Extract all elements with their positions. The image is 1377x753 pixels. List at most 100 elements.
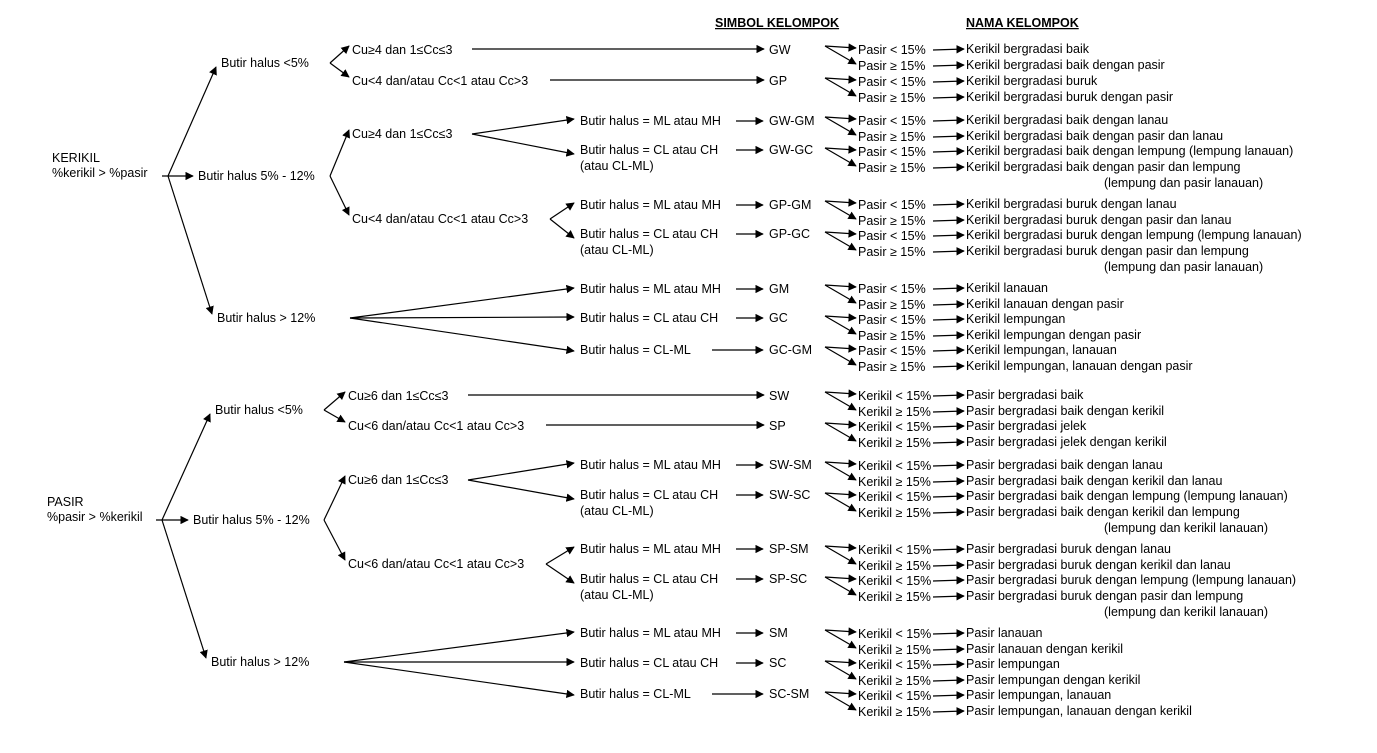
- fines-content-label: Butir halus <5%: [215, 403, 303, 417]
- group-condition-label: Pasir ≥ 15%: [858, 245, 925, 259]
- group-condition-label: Pasir < 15%: [858, 145, 926, 159]
- group-name-label: Pasir bergradasi buruk dengan lanau: [966, 542, 1171, 556]
- flow-arrow: [932, 629, 965, 638]
- group-name-label: Pasir lempungan dengan kerikil: [966, 673, 1140, 687]
- flow-arrow: [343, 628, 575, 663]
- group-condition-label: Pasir ≥ 15%: [858, 91, 925, 105]
- group-name-label: Kerikil bergradasi baik dengan lempung (…: [966, 144, 1293, 158]
- gradation-criterion: Cu≥6 dan 1≤Cc≤3: [348, 473, 449, 487]
- group-name-label: Kerikil bergradasi buruk dengan pasir da…: [966, 244, 1249, 258]
- flow-arrow: [824, 315, 857, 335]
- flow-arrow: [329, 175, 350, 216]
- group-condition-label: Kerikil < 15%: [858, 490, 931, 504]
- group-name-label: Pasir bergradasi baik: [966, 388, 1084, 402]
- flow-arrow: [824, 629, 857, 649]
- group-name-label: Kerikil bergradasi baik dengan pasir dan…: [966, 160, 1241, 174]
- symbol-column-header: SIMBOL KELOMPOK: [715, 16, 839, 30]
- flow-arrow: [161, 519, 208, 659]
- flow-arrow: [932, 163, 965, 172]
- group-name-label: Pasir lempungan, lanauan: [966, 688, 1111, 702]
- flow-arrow: [932, 362, 965, 371]
- flow-arrow: [932, 660, 965, 669]
- group-name-label: Pasir bergradasi buruk dengan pasir dan …: [966, 589, 1243, 603]
- group-name-label: Kerikil bergradasi buruk: [966, 74, 1098, 88]
- group-symbol: SP: [769, 419, 786, 433]
- group-symbol: GC-GM: [769, 343, 812, 357]
- flow-arrow: [824, 658, 857, 667]
- group-symbol: SW-SC: [769, 488, 810, 502]
- fines-type-label: Butir halus = ML atau MH: [580, 458, 721, 472]
- fines-type-note: (atau CL-ML): [580, 243, 654, 257]
- group-symbol: GP-GM: [769, 198, 811, 212]
- flow-arrow: [824, 114, 857, 123]
- flow-arrow: [467, 479, 575, 502]
- flow-arrow: [932, 147, 965, 156]
- group-name-label: Kerikil lempungan dengan pasir: [966, 328, 1141, 342]
- flow-arrow: [932, 300, 965, 309]
- flow-arrow: [824, 45, 857, 65]
- flow-arrow: [329, 45, 350, 64]
- flow-arrow: [824, 691, 857, 711]
- flow-arrow: [824, 145, 857, 154]
- flow-arrow: [824, 422, 857, 442]
- flow-arrow: [824, 43, 857, 52]
- group-condition-label: Kerikil ≥ 15%: [858, 506, 931, 520]
- flow-arrow: [932, 231, 965, 240]
- flow-arrow: [349, 317, 575, 355]
- gradation-criterion: Cu<6 dan/atau Cc<1 atau Cc>3: [348, 557, 524, 571]
- flow-arrow: [824, 689, 857, 698]
- group-symbol: GW-GM: [769, 114, 815, 128]
- flow-arrow: [824, 313, 857, 322]
- flow-arrow: [549, 218, 575, 239]
- fines-type-label: Butir halus = CL-ML: [580, 343, 691, 357]
- group-symbol: GP: [769, 74, 787, 88]
- flow-arrow: [932, 545, 965, 554]
- group-condition-label: Pasir ≥ 15%: [858, 214, 925, 228]
- group-symbol: GP-GC: [769, 227, 810, 241]
- flow-arrow: [349, 284, 575, 319]
- flow-arrow: [824, 391, 857, 411]
- flow-arrow: [824, 627, 857, 636]
- flow-arrow: [932, 284, 965, 293]
- group-symbol: GW: [769, 43, 791, 57]
- group-name-label: Kerikil bergradasi buruk dengan lanau: [966, 197, 1177, 211]
- group-name-label: Pasir bergradasi baik dengan kerikil: [966, 404, 1164, 418]
- flow-arrow: [824, 198, 857, 207]
- flow-arrow: [167, 175, 214, 315]
- flow-arrow: [323, 409, 346, 423]
- flow-arrow: [824, 490, 857, 499]
- group-symbol: SW: [769, 389, 789, 403]
- group-name-label: Pasir lempungan, lanauan dengan kerikil: [966, 704, 1192, 718]
- group-condition-label: Kerikil ≥ 15%: [858, 590, 931, 604]
- group-condition-label: Pasir < 15%: [858, 313, 926, 327]
- group-name-label: Pasir lanauan dengan kerikil: [966, 642, 1123, 656]
- group-symbol: SP-SC: [769, 572, 807, 586]
- fines-content-label: Butir halus 5% - 12%: [198, 169, 315, 183]
- soil-type-criterion: %pasir > %kerikil: [47, 510, 143, 524]
- flow-arrow: [932, 691, 965, 700]
- fines-type-note: (atau CL-ML): [580, 588, 654, 602]
- flow-arrow: [824, 77, 857, 97]
- flow-arrow: [824, 75, 857, 84]
- group-condition-label: Pasir < 15%: [858, 344, 926, 358]
- flow-arrow: [932, 346, 965, 355]
- soil-type-label: PASIR: [47, 495, 84, 509]
- flow-arrow: [824, 461, 857, 481]
- flow-arrow: [932, 407, 965, 416]
- fines-content-label: Butir halus 5% - 12%: [193, 513, 310, 527]
- group-name-label: Pasir bergradasi baik dengan lempung (le…: [966, 489, 1288, 503]
- group-condition-label: Kerikil < 15%: [858, 574, 931, 588]
- group-name-label: Pasir bergradasi jelek: [966, 419, 1087, 433]
- flow-arrow: [824, 116, 857, 136]
- group-name-label: Pasir bergradasi baik dengan kerikil dan…: [966, 505, 1240, 519]
- flow-arrow: [824, 282, 857, 291]
- group-name-label: Kerikil bergradasi buruk dengan pasir da…: [966, 213, 1231, 227]
- flow-arrow: [932, 477, 965, 486]
- flow-arrow: [824, 346, 857, 366]
- fines-content-label: Butir halus > 12%: [211, 655, 309, 669]
- flow-arrow: [932, 592, 965, 601]
- fines-type-label: Butir halus = CL atau CH: [580, 572, 718, 586]
- group-condition-label: Pasir ≥ 15%: [858, 360, 925, 374]
- flow-arrow: [932, 315, 965, 324]
